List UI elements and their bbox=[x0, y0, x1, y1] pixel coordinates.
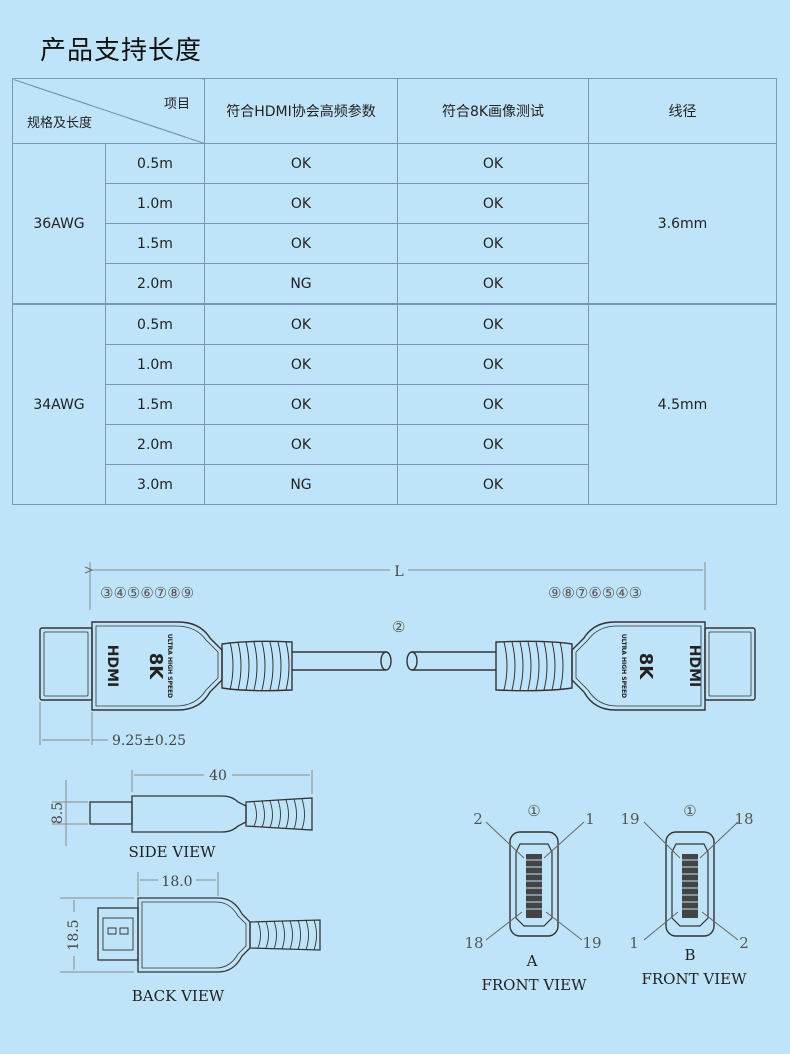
header-hdmi-params: 符合HDMI协会高频参数 bbox=[204, 78, 398, 144]
test8k-cell: OK bbox=[397, 424, 589, 465]
test8k-cell: OK bbox=[397, 303, 589, 345]
right-plug-logo: HDMI bbox=[686, 645, 702, 687]
side-view-label: SIDE VIEW bbox=[128, 843, 216, 861]
length-dimension bbox=[90, 562, 706, 610]
left-plug-tagline: ULTRA HIGH SPEED bbox=[166, 634, 173, 698]
page-title: 产品支持长度 bbox=[40, 36, 203, 66]
test8k-cell: OK bbox=[397, 143, 589, 184]
hdmi-cell: OK bbox=[204, 384, 398, 425]
table-row: 1.0m OK OK bbox=[13, 344, 777, 385]
front-b-letter: B bbox=[684, 946, 695, 964]
hdmi-cell: NG bbox=[204, 464, 398, 505]
corner-header-spec: 规格及长度 bbox=[27, 116, 93, 131]
length-label: L bbox=[394, 564, 403, 580]
front-view-b: ① 19 18 1 2 B FRONT VIEW bbox=[620, 802, 753, 988]
side-view-height: 8.5 bbox=[50, 802, 66, 824]
back-view-width: 18.0 bbox=[161, 874, 192, 890]
header-diameter: 线径 bbox=[588, 78, 777, 144]
diameter-cell: 3.6mm bbox=[588, 143, 777, 305]
diameter-cell: 4.5mm bbox=[588, 303, 777, 505]
right-part-numbers: ⑨⑧⑦⑥⑤④③ bbox=[548, 584, 642, 602]
side-view-dimensions bbox=[52, 770, 313, 846]
length-cell: 0.5m bbox=[105, 143, 205, 184]
left-part-numbers: ③④⑤⑥⑦⑧⑨ bbox=[100, 584, 194, 602]
hdmi-cell: OK bbox=[204, 344, 398, 385]
gauge-cell: 36AWG bbox=[12, 143, 106, 305]
back-view-dimensions bbox=[60, 872, 219, 973]
test8k-cell: OK bbox=[397, 464, 589, 505]
front-a-pin-bottom-left: 18 bbox=[464, 934, 483, 952]
front-a-label: FRONT VIEW bbox=[481, 976, 587, 994]
test8k-cell: OK bbox=[397, 183, 589, 224]
right-plug bbox=[406, 621, 756, 711]
front-a-pin-top-left: 2 bbox=[473, 810, 483, 828]
header-8k-test: 符合8K画像测试 bbox=[397, 78, 589, 144]
corner-header-item: 项目 bbox=[163, 97, 190, 112]
side-view bbox=[89, 795, 313, 833]
length-cell: 3.0m bbox=[105, 464, 205, 505]
gauge-cell: 34AWG bbox=[12, 303, 106, 505]
front-b-marker: ① bbox=[683, 802, 696, 820]
front-b-pin-bottom-left: 1 bbox=[629, 934, 639, 952]
front-view-a: ① 2 1 18 19 A FRONT VIEW bbox=[464, 802, 601, 994]
table-row: 1.5m OK OK bbox=[13, 223, 777, 264]
front-a-pin-bottom-right: 19 bbox=[582, 934, 601, 952]
length-cell: 1.5m bbox=[105, 223, 205, 264]
hdmi-cell: NG bbox=[204, 263, 398, 305]
length-cell: 0.5m bbox=[105, 303, 205, 345]
front-b-pin-bottom-right: 2 bbox=[739, 934, 749, 952]
front-b-label: FRONT VIEW bbox=[641, 970, 747, 988]
front-a-pin-top-right: 1 bbox=[585, 810, 595, 828]
front-a-letter: A bbox=[526, 952, 538, 970]
cable-part-number: ② bbox=[392, 618, 405, 636]
table-row: 3.0m NG OK bbox=[13, 464, 777, 505]
table-row: 2.0m NG OK bbox=[13, 263, 777, 305]
table-row: 1.5m OK OK bbox=[13, 384, 777, 425]
length-cell: 1.0m bbox=[105, 344, 205, 385]
back-view bbox=[97, 897, 321, 973]
test8k-cell: OK bbox=[397, 384, 589, 425]
table-row: 2.0m OK OK bbox=[13, 424, 777, 465]
length-cell: 2.0m bbox=[105, 263, 205, 305]
table-header-row: 项目 规格及长度 符合HDMI协会高频参数 符合8K画像测试 线径 bbox=[12, 78, 777, 144]
hdmi-cell: OK bbox=[204, 303, 398, 345]
table-row: 1.0m OK OK bbox=[13, 183, 777, 224]
table-row: 36AWG 0.5m OK OK 3.6mm bbox=[12, 143, 777, 305]
side-view-length: 40 bbox=[209, 768, 227, 784]
back-view-label: BACK VIEW bbox=[132, 987, 225, 1005]
length-cell: 2.0m bbox=[105, 424, 205, 465]
hdmi-cell: OK bbox=[204, 223, 398, 264]
length-cell: 1.0m bbox=[105, 183, 205, 224]
front-b-pin-top-left: 19 bbox=[620, 810, 639, 828]
hdmi-cell: OK bbox=[204, 143, 398, 184]
front-a-marker: ① bbox=[527, 802, 540, 820]
plug-dimension-label: 9.25±0.25 bbox=[112, 733, 186, 749]
test8k-cell: OK bbox=[397, 344, 589, 385]
hdmi-cell: OK bbox=[204, 424, 398, 465]
corner-header-cell: 项目 规格及长度 bbox=[12, 78, 205, 144]
length-support-table: 项目 规格及长度 符合HDMI协会高频参数 符合8K画像测试 线径 36AWG … bbox=[12, 78, 777, 505]
left-plug-resolution: 8K bbox=[145, 653, 166, 681]
right-plug-tagline: ULTRA HIGH SPEED bbox=[620, 634, 627, 698]
plug-dimension bbox=[39, 702, 108, 745]
left-plug bbox=[39, 621, 392, 711]
table-row: 34AWG 0.5m OK OK 4.5mm bbox=[12, 303, 777, 505]
hdmi-cell: OK bbox=[204, 183, 398, 224]
back-view-height: 18.5 bbox=[66, 919, 82, 950]
cable-technical-drawing: L ③④⑤⑥⑦⑧⑨ ⑨⑧⑦⑥⑤④③ ② HDMI 8K ULTRA HIGH S… bbox=[39, 562, 756, 1005]
test8k-cell: OK bbox=[397, 263, 589, 305]
left-plug-logo: HDMI bbox=[104, 645, 120, 687]
right-plug-resolution: 8K bbox=[635, 653, 656, 681]
test8k-cell: OK bbox=[397, 223, 589, 264]
front-b-pin-top-right: 18 bbox=[734, 810, 753, 828]
length-cell: 1.5m bbox=[105, 384, 205, 425]
